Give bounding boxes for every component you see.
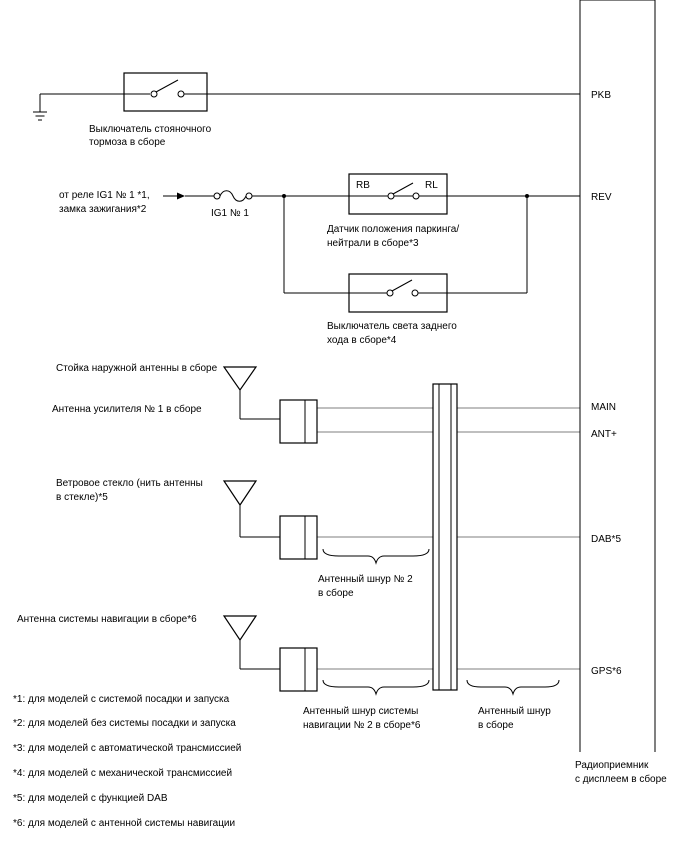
antcord-label-2: в сборе bbox=[478, 719, 514, 731]
radio-label-2: с дисплеем в сборе bbox=[575, 773, 667, 785]
radio-unit bbox=[579, 0, 656, 752]
pin-pkb: PKB bbox=[591, 90, 611, 101]
pin-ant-plus: ANT+ bbox=[591, 429, 617, 440]
reverse-circuit: от реле IG1 № 1 *1, замка зажигания*2 IG… bbox=[59, 173, 580, 346]
parking-brake-label-1: Выключатель стояночного bbox=[89, 124, 212, 135]
footnote: *4: для моделей с механической трансмисс… bbox=[13, 768, 232, 779]
cord2-label-1: Антенный шнур № 2 bbox=[318, 574, 413, 585]
amp-connector bbox=[279, 399, 318, 444]
relay-label-1: от реле IG1 № 1 *1, bbox=[59, 190, 150, 201]
pin-main: MAIN bbox=[591, 402, 616, 413]
antenna-icon bbox=[222, 366, 258, 392]
parking-brake-switch bbox=[123, 72, 208, 112]
pin-dab: DAB*5 bbox=[591, 534, 621, 545]
windshield-antenna-circuit: Ветровое стекло (нить антенны в стекле)*… bbox=[56, 478, 580, 599]
windshield-label-1: Ветровое стекло (нить антенны bbox=[56, 478, 203, 489]
arrow-right-icon bbox=[163, 192, 185, 200]
relay-label-2: замка зажигания*2 bbox=[59, 204, 147, 215]
footnote: *3: для моделей с автоматической трансми… bbox=[13, 743, 241, 754]
antcord-brace bbox=[466, 679, 560, 696]
fuse-icon bbox=[213, 190, 253, 202]
antenna-icon bbox=[222, 480, 258, 507]
nav-antenna-label: Антенна системы навигации в сборе*6 bbox=[17, 613, 197, 625]
reverse-label-1: Выключатель света заднего bbox=[327, 321, 457, 332]
amp-antenna-label: Антенна усилителя № 1 в сборе bbox=[52, 403, 202, 415]
navcord-brace bbox=[322, 679, 430, 696]
ext-antenna-label: Стойка наружной антенны в сборе bbox=[56, 362, 218, 374]
footnotes: *1: для моделей с системой посадки и зап… bbox=[13, 694, 241, 829]
nav-connector bbox=[279, 647, 318, 692]
junction-bar bbox=[432, 383, 458, 691]
footnote: *2: для моделей без системы посадки и за… bbox=[13, 717, 236, 729]
antenna-icon bbox=[222, 615, 258, 642]
footnote: *1: для моделей с системой посадки и зап… bbox=[13, 694, 230, 705]
footnote: *6: для моделей с антенной системы навиг… bbox=[13, 818, 235, 829]
cord2-label-2: в сборе bbox=[318, 587, 354, 599]
parking-brake-label-2: тормоза в сборе bbox=[89, 136, 166, 148]
cord2-brace bbox=[322, 548, 430, 565]
external-antenna-circuit: Стойка наружной антенны в сборе Антенна … bbox=[52, 362, 580, 444]
sensor-rb-label: RB bbox=[356, 180, 370, 191]
windshield-connector bbox=[279, 515, 318, 560]
antcord-label-1: Антенный шнур bbox=[478, 706, 551, 717]
navcord-label-2: навигации № 2 в сборе*6 bbox=[303, 719, 421, 731]
sensor-label-2: нейтрали в сборе*3 bbox=[327, 237, 419, 249]
pin-rev: REV bbox=[591, 192, 612, 203]
reverse-label-2: хода в сборе*4 bbox=[327, 334, 397, 346]
pin-gps: GPS*6 bbox=[591, 666, 622, 677]
windshield-label-2: в стекле)*5 bbox=[56, 492, 108, 503]
nav-antenna-circuit: Антенна системы навигации в сборе*6 Анте… bbox=[17, 613, 580, 731]
sensor-label-1: Датчик положения паркинга/ bbox=[327, 224, 459, 235]
ground-icon bbox=[33, 111, 47, 121]
navcord-label-1: Антенный шнур системы bbox=[303, 706, 418, 717]
fuse-label: IG1 № 1 bbox=[211, 208, 249, 219]
radio-label-1: Радиоприемник bbox=[575, 760, 649, 771]
park-neutral-sensor bbox=[348, 173, 448, 215]
parking-brake-circuit: Выключатель стояночного тормоза в сборе bbox=[33, 72, 580, 148]
sensor-rl-label: RL bbox=[425, 180, 438, 191]
footnote: *5: для моделей с функцией DAB bbox=[13, 792, 168, 804]
